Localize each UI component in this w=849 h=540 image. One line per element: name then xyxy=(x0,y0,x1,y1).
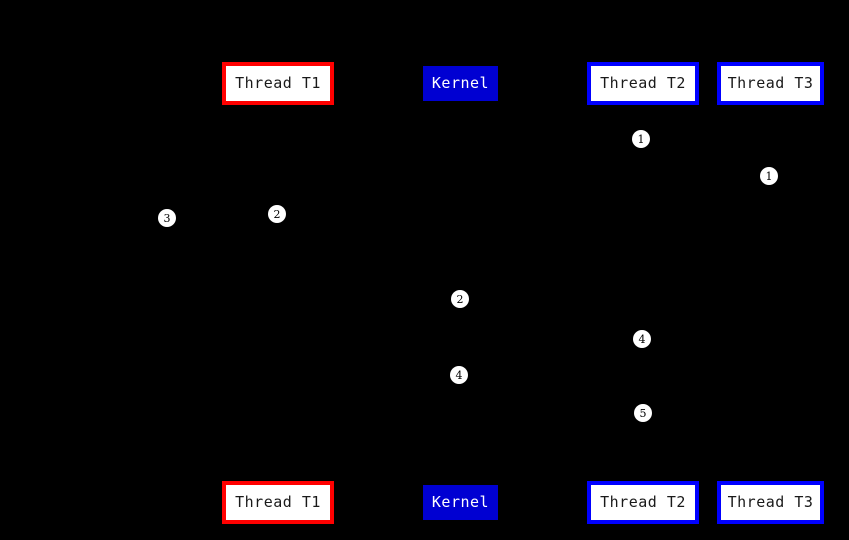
participant-foot-t2[interactable]: Thread T2 xyxy=(587,481,699,524)
participant-label: Thread T1 xyxy=(235,493,321,511)
sequence-marker: 2 xyxy=(451,290,469,308)
participant-head-kernel[interactable]: Kernel xyxy=(423,66,498,101)
lifeline-t1 xyxy=(278,105,279,481)
sequence-marker: 4 xyxy=(633,330,651,348)
participant-label: Kernel xyxy=(431,74,490,92)
participant-head-t1[interactable]: Thread T1 xyxy=(222,62,334,105)
participant-foot-t1[interactable]: Thread T1 xyxy=(222,481,334,524)
lifeline-t3 xyxy=(770,105,771,481)
sequence-marker: 5 xyxy=(634,404,652,422)
sequence-marker: 2 xyxy=(268,205,286,223)
participant-head-t3[interactable]: Thread T3 xyxy=(717,62,824,105)
participant-label: Thread T2 xyxy=(600,493,686,511)
participant-head-t2[interactable]: Thread T2 xyxy=(587,62,699,105)
sequence-marker: 4 xyxy=(450,366,468,384)
participant-foot-t3[interactable]: Thread T3 xyxy=(717,481,824,524)
lifeline-t2 xyxy=(643,105,644,481)
participant-label: Thread T3 xyxy=(727,493,814,511)
sequence-marker: 1 xyxy=(760,167,778,185)
participant-label: Thread T2 xyxy=(600,74,686,92)
participant-label: Thread T1 xyxy=(235,74,321,92)
participant-label: Thread T3 xyxy=(727,74,814,92)
sequence-marker: 3 xyxy=(158,209,176,227)
sequence-marker: 1 xyxy=(632,130,650,148)
participant-label: Kernel xyxy=(431,493,490,511)
participant-foot-kernel[interactable]: Kernel xyxy=(423,485,498,520)
